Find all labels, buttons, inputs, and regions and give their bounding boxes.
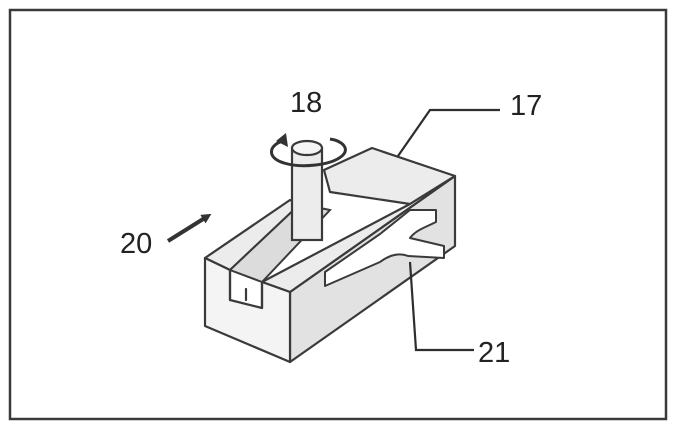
rotation-arrow-icon	[270, 133, 347, 168]
label-notch: 21	[478, 337, 510, 369]
label-shaft: 18	[290, 87, 322, 119]
shaft	[290, 139, 324, 242]
direction-arrow-icon	[166, 213, 212, 243]
shaft-body	[290, 146, 324, 242]
leader-notch	[408, 261, 474, 352]
label-direction: 20	[120, 228, 152, 260]
label-block: 17	[510, 90, 542, 122]
figure-frame	[8, 8, 668, 421]
shaft-top	[290, 139, 324, 157]
slot-inner-edge	[228, 268, 264, 310]
side-notch	[324, 209, 445, 287]
leader-block	[397, 108, 500, 157]
